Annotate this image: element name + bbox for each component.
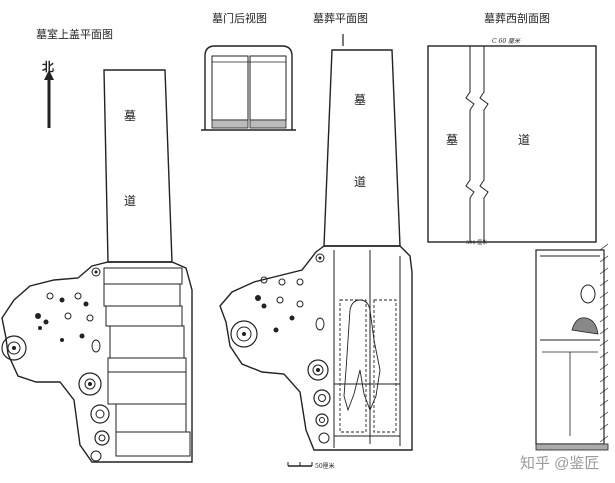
- floor-layer: [535, 443, 609, 451]
- title-door-back-view: 墓门后视图: [212, 11, 267, 25]
- cover-slab: [115, 431, 191, 457]
- corridor-char-2: 道: [124, 194, 136, 208]
- scale-bar: 50厘米: [287, 462, 335, 470]
- title-burial-plan: 墓葬平面图: [313, 12, 368, 25]
- door-threshold-right: [249, 119, 287, 129]
- corridor-char-2: 道: [354, 175, 366, 189]
- skeleton-outline: [343, 299, 381, 412]
- door-threshold-left: [211, 119, 249, 129]
- cover-slab: [103, 283, 181, 307]
- vessel-group: [230, 253, 331, 444]
- section-bottom-label: 390 厘米: [466, 239, 487, 246]
- corridor-char-1: 墓: [446, 133, 458, 147]
- cover-slab: [103, 267, 183, 285]
- coffin-west: [339, 299, 367, 433]
- coffin-east: [373, 299, 397, 433]
- door-frame: [204, 45, 293, 130]
- vessel-section: [580, 284, 596, 304]
- chamber-outline: [219, 245, 413, 451]
- door-leaf-left: [211, 55, 249, 121]
- title-cover-plan: 墓室上盖平面图: [36, 27, 113, 41]
- corridor-char-1: 墓: [124, 109, 136, 123]
- chamber-outline: [1, 261, 193, 463]
- vessel-section: [571, 317, 599, 335]
- corridor-outline: [103, 69, 173, 263]
- north-arrow: 北: [42, 59, 54, 128]
- west-section-drawing: C 60 厘米 墓 道 390 厘米: [427, 37, 609, 451]
- door-leaf-right: [249, 55, 287, 121]
- cover-plan-drawing: 墓 道: [1, 69, 193, 463]
- section-top-label: C 60 厘米: [492, 37, 521, 45]
- cover-slab: [115, 403, 187, 433]
- corridor-section-outline: [427, 45, 597, 243]
- wall-hatching: [599, 243, 609, 443]
- cover-slab: [109, 325, 185, 359]
- corridor-char-2: 道: [518, 133, 530, 147]
- watermark-text: 知乎 @鉴匠: [520, 455, 599, 472]
- corridor-outline: [323, 49, 401, 247]
- north-label: 北: [42, 59, 54, 74]
- cover-slab: [107, 371, 187, 405]
- cover-slab: [105, 305, 183, 327]
- burial-plan-drawing: 墓 道: [219, 34, 413, 470]
- scale-label: 50厘米: [315, 462, 335, 470]
- corridor-char-1: 墓: [354, 93, 366, 107]
- vessel-group: [1, 267, 110, 462]
- cover-slab: [107, 357, 187, 373]
- door-back-view-drawing: [201, 45, 296, 131]
- title-west-section: 墓葬西剖面图: [484, 11, 550, 25]
